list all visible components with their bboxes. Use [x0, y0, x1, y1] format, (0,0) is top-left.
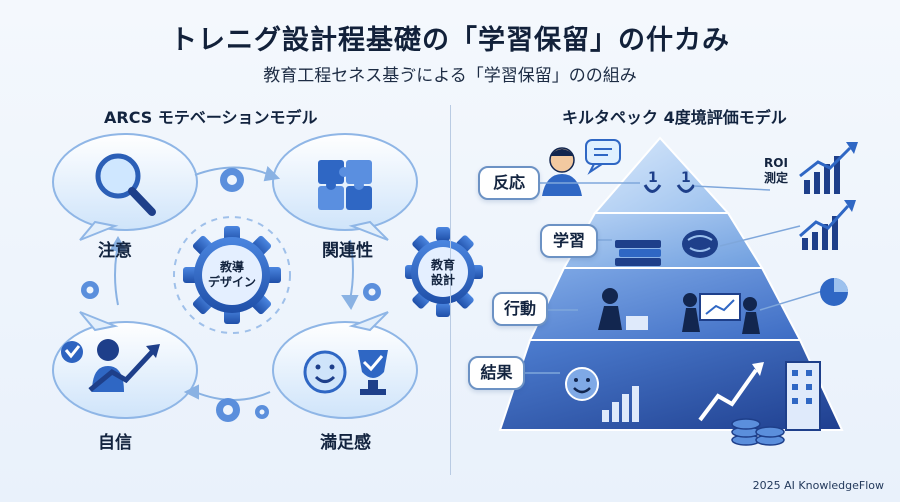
level-learning-tag: 学習 [540, 224, 598, 258]
cycle-arrows [109, 166, 359, 401]
pie-chart-icon [820, 278, 848, 306]
center-gear-line-2: デザイン [207, 275, 256, 289]
pyramid-number-right: 1 [681, 170, 691, 186]
roi-label: ROI 測定 [764, 156, 788, 186]
small-gear-icon [81, 168, 381, 422]
footer-credit: 2025 AI KnowledgeFlow [752, 479, 884, 492]
center-gear-text: 教導 デザイン [202, 260, 262, 290]
level-behavior-tag: 行動 [492, 292, 548, 326]
arcs-heading: ARCS モテベーションモデル [104, 108, 318, 127]
page-title: トレニグ設計程基礎の「学習保留」の什カみ [170, 25, 730, 56]
center-gear-icon [173, 216, 291, 334]
middle-gear-line-2: 設計 [430, 273, 455, 287]
label-attention: 注意 [98, 241, 132, 261]
middle-gear-text: 教育 設計 [418, 258, 468, 288]
center-gear-line-1: 教導 [219, 260, 244, 274]
reaction-person-icon [542, 139, 621, 196]
bubble-confidence [52, 311, 198, 419]
kirkpatrick-pyramid [498, 136, 844, 446]
connector-lines [525, 182, 827, 374]
roi-chart-icon [799, 142, 858, 194]
magnifier-icon [95, 153, 156, 216]
middle-gear-line-1: 教育 [430, 258, 455, 272]
person-rising-icon [61, 339, 160, 392]
level-results-tag: 結果 [468, 356, 525, 390]
label-relevance: 関連性 [322, 241, 373, 261]
middle-gear-icon [405, 227, 483, 317]
bubble-relevance [272, 133, 418, 241]
section-divider [450, 105, 451, 475]
page-subtitle: 教育工程セネス基ゔによる「学習保留」のの組み [263, 66, 637, 86]
label-confidence: 自信 [98, 433, 132, 453]
pyramid-number-left: 1 [648, 170, 658, 186]
label-satisfaction: 満足感 [320, 433, 371, 453]
roi-label-line-1: ROI [764, 156, 788, 170]
growth-chart-icon [799, 200, 856, 250]
puzzle-icon [318, 160, 372, 210]
level-reaction-tag: 反応 [478, 166, 540, 200]
kirkpatrick-heading: キルタペック 4度境評価モデル [562, 108, 787, 127]
roi-label-line-2: 測定 [764, 171, 789, 185]
smile-trophy-icon [303, 350, 388, 395]
